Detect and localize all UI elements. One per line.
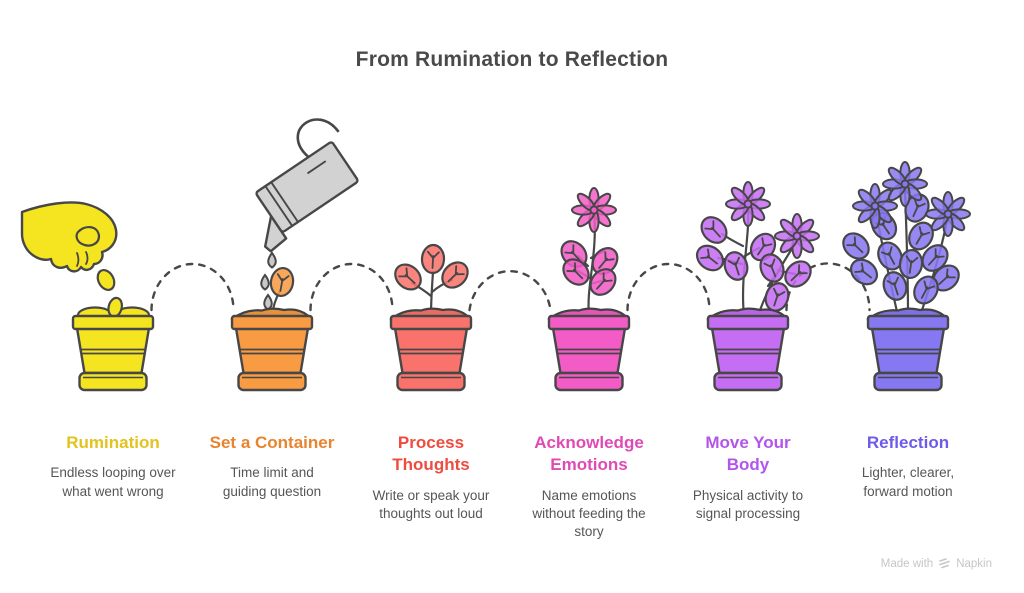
stage-title: Move Your Body [705, 433, 791, 475]
stage-title: Set a Container [209, 433, 335, 452]
stage-2-pot-illustration [230, 265, 314, 392]
stage-5-label: Move Your Body Physical activity to sign… [660, 432, 836, 523]
watermark-brand: Napkin [956, 557, 992, 570]
leaf-icon [267, 265, 297, 299]
can-detail-lines [264, 160, 327, 227]
dashed-arc [626, 262, 711, 312]
pot-icon [230, 314, 314, 392]
drops-group [260, 251, 277, 311]
stage-3-pot-illustration [389, 243, 474, 392]
watering-can-icon [255, 118, 359, 253]
finger-creases [76, 251, 89, 267]
stage-title: Reflection [866, 433, 950, 452]
flower-icon [853, 184, 897, 228]
dashed-arc [150, 262, 235, 312]
stage-6-label: Reflection Lighter, clearer, forward mot… [820, 432, 996, 501]
flower-icon [572, 188, 616, 232]
flowering-plant [555, 188, 624, 318]
stage-title: Rumination [66, 433, 160, 452]
flower-icon [883, 162, 927, 206]
napkin-watermark: Made with Napkin [881, 557, 992, 570]
napkin-logo-icon [939, 558, 950, 569]
water-drops-icon [260, 251, 277, 311]
leaf-icon [691, 239, 729, 277]
stage-5-pot-illustration [691, 138, 819, 392]
leaf-icon [695, 211, 733, 249]
seedling [389, 243, 474, 318]
flower-icon [926, 192, 970, 236]
falling-seed [96, 268, 116, 292]
stage-description: Name emotions without feeding the story [532, 487, 646, 540]
leaf-icon [897, 247, 925, 281]
pot-icon [547, 314, 631, 392]
leaf-icon [420, 243, 446, 275]
can-handle [296, 118, 340, 159]
stage-4-label: Acknowledge Emotions Name emotions witho… [501, 432, 677, 541]
stage-4-pot-illustration [547, 138, 631, 392]
flowering-plant [837, 162, 970, 318]
watermark-text: Made with [880, 557, 934, 570]
pot-icon [706, 314, 790, 392]
dashed-arc [468, 269, 552, 312]
pot-icon [71, 314, 155, 392]
stage-1-label: Rumination Endless looping over what wen… [25, 432, 201, 501]
dashed-arc [309, 262, 394, 312]
pot-icon [866, 314, 950, 392]
stage-description: Write or speak your thoughts out loud [372, 487, 490, 521]
can-body-group [255, 118, 359, 253]
stage-description: Lighter, clearer, forward motion [861, 465, 955, 499]
hand-shape [20, 201, 118, 273]
stage-description: Endless looping over what went wrong [50, 465, 176, 499]
stage-6-pot-illustration [837, 138, 978, 392]
flower-icon [775, 214, 819, 258]
water-drop [260, 273, 270, 291]
leaf-icon [845, 253, 883, 291]
flower-icon [726, 182, 770, 226]
stage-title: Process Thoughts [392, 433, 470, 475]
curled-finger [75, 226, 101, 247]
water-drop [267, 251, 277, 269]
leaf-icon [837, 227, 875, 265]
stage-description: Physical activity to signal processing [692, 487, 804, 521]
pot-icon [389, 314, 473, 392]
dashed-arc [785, 262, 871, 312]
hand-dropping-seeds-icon [20, 201, 118, 292]
stage-title: Acknowledge Emotions [534, 433, 644, 475]
stage-3-label: Process Thoughts Write or speak your tho… [343, 432, 519, 523]
flowering-plant [691, 182, 819, 318]
stage-description: Time limit and guiding question [222, 465, 322, 499]
page-title: From Rumination to Reflection [355, 48, 669, 71]
stage-2-label: Set a Container Time limit and guiding q… [184, 432, 360, 501]
stage-1-pot-illustration [71, 296, 155, 392]
